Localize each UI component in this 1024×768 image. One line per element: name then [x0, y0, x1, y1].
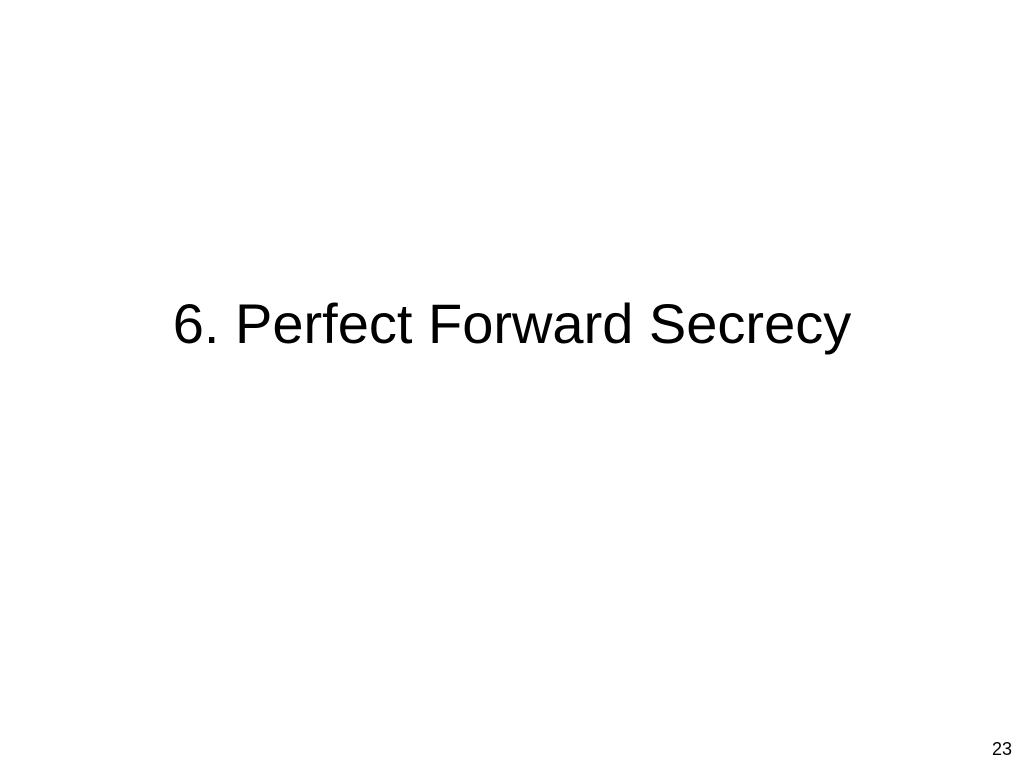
slide-page-number: 23 [991, 739, 1012, 759]
slide-title: 6. Perfect Forward Secrecy [172, 292, 852, 355]
